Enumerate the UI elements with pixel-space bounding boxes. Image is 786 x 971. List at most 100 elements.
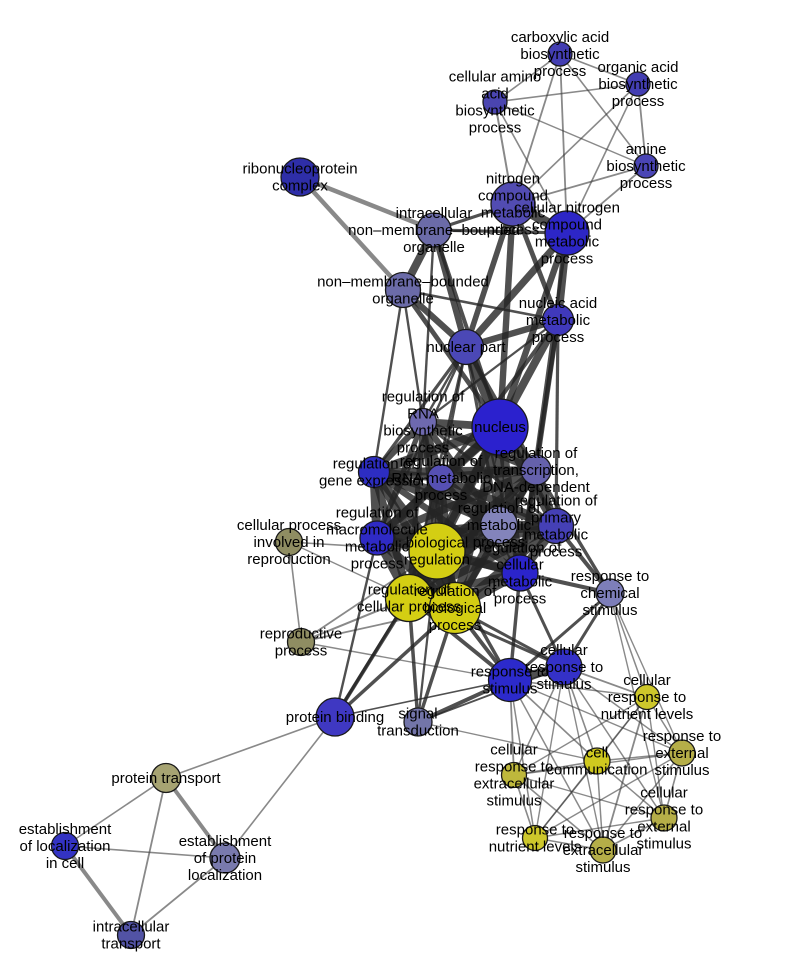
svg-text:transduction: transduction xyxy=(377,723,459,740)
svg-text:DNA-dependent: DNA-dependent xyxy=(482,479,590,496)
svg-text:reproductive: reproductive xyxy=(260,626,343,643)
svg-text:regulation of: regulation of xyxy=(382,389,465,406)
svg-text:complex: complex xyxy=(272,178,328,195)
svg-text:cellular nitrogen: cellular nitrogen xyxy=(514,200,620,217)
svg-text:non–membrane–bounded: non–membrane–bounded xyxy=(348,222,520,239)
svg-text:cell: cell xyxy=(586,745,609,762)
svg-text:metabolic: metabolic xyxy=(524,527,589,544)
svg-text:stimulus: stimulus xyxy=(482,681,537,698)
svg-text:external: external xyxy=(637,819,690,836)
svg-text:stimulus: stimulus xyxy=(582,602,637,619)
svg-text:macromolecule: macromolecule xyxy=(326,522,428,539)
svg-text:response to: response to xyxy=(525,659,603,676)
svg-text:RNA: RNA xyxy=(407,406,439,423)
svg-text:cellular: cellular xyxy=(640,785,688,802)
svg-text:signal: signal xyxy=(398,706,437,723)
svg-text:response to: response to xyxy=(471,664,549,681)
svg-text:establishment: establishment xyxy=(179,833,272,850)
svg-text:process: process xyxy=(351,556,404,573)
svg-text:transport: transport xyxy=(101,936,161,953)
svg-text:biosynthetic: biosynthetic xyxy=(598,76,678,93)
svg-text:reproduction: reproduction xyxy=(247,551,330,568)
svg-text:ribonucleoprotein: ribonucleoprotein xyxy=(242,161,357,178)
svg-text:response to: response to xyxy=(625,802,703,819)
svg-text:biosynthetic: biosynthetic xyxy=(520,46,600,63)
svg-text:regulation of: regulation of xyxy=(336,505,419,522)
svg-text:regulation of: regulation of xyxy=(368,582,451,599)
svg-text:non–membrane–bounded: non–membrane–bounded xyxy=(317,274,489,291)
svg-text:cellular: cellular xyxy=(540,642,588,659)
svg-text:biological: biological xyxy=(424,600,487,617)
svg-text:metabolic: metabolic xyxy=(488,574,553,591)
svg-text:biosynthetic: biosynthetic xyxy=(455,103,535,120)
svg-text:RNA metabolic: RNA metabolic xyxy=(391,470,491,487)
svg-text:response to: response to xyxy=(643,728,721,745)
svg-text:process: process xyxy=(397,440,450,457)
svg-text:process: process xyxy=(534,63,587,80)
svg-text:process: process xyxy=(620,175,673,192)
svg-text:regulation of: regulation of xyxy=(495,445,578,462)
svg-text:biological: biological xyxy=(406,535,469,552)
svg-text:in cell: in cell xyxy=(46,855,84,872)
svg-text:extracellular: extracellular xyxy=(474,776,555,793)
svg-text:regulation of: regulation of xyxy=(333,456,416,473)
svg-text:stimulus: stimulus xyxy=(654,762,709,779)
svg-text:stimulus: stimulus xyxy=(536,676,591,693)
svg-text:localization: localization xyxy=(188,867,262,884)
svg-text:regulation of: regulation of xyxy=(515,493,598,510)
svg-text:process: process xyxy=(494,591,547,608)
svg-text:of localization: of localization xyxy=(20,838,111,855)
svg-text:metabolic: metabolic xyxy=(467,517,532,534)
svg-text:process: process xyxy=(469,120,522,137)
svg-text:gene expression: gene expression xyxy=(319,473,429,490)
svg-text:biosynthetic: biosynthetic xyxy=(383,423,463,440)
svg-text:carboxylic acid: carboxylic acid xyxy=(511,29,609,46)
svg-text:regulation of: regulation of xyxy=(414,583,497,600)
svg-text:intracellular: intracellular xyxy=(93,919,170,936)
svg-text:organic acid: organic acid xyxy=(598,59,679,76)
svg-text:process: process xyxy=(473,534,526,551)
svg-text:stimulus: stimulus xyxy=(636,836,691,853)
svg-text:process: process xyxy=(487,222,540,239)
svg-text:cellular amino: cellular amino xyxy=(449,69,542,86)
svg-text:compound: compound xyxy=(478,188,548,205)
svg-text:cellular process: cellular process xyxy=(357,599,461,616)
svg-text:process: process xyxy=(612,93,665,110)
svg-text:organelle: organelle xyxy=(403,239,465,256)
svg-text:acid: acid xyxy=(481,86,509,103)
svg-text:nucleic acid: nucleic acid xyxy=(519,295,597,312)
svg-text:process: process xyxy=(530,544,583,561)
svg-text:establishment: establishment xyxy=(19,821,112,838)
svg-text:response to: response to xyxy=(571,568,649,585)
svg-text:transcription,: transcription, xyxy=(493,462,579,479)
svg-text:extracellular: extracellular xyxy=(563,842,644,859)
svg-text:process: process xyxy=(532,329,585,346)
svg-text:metabolic: metabolic xyxy=(526,312,591,329)
svg-text:stimulus: stimulus xyxy=(575,859,630,876)
svg-text:process: process xyxy=(541,251,594,268)
svg-text:regulation: regulation xyxy=(404,552,470,569)
svg-text:organelle: organelle xyxy=(372,291,434,308)
svg-text:of protein: of protein xyxy=(194,850,257,867)
svg-text:metabolic: metabolic xyxy=(345,539,410,556)
svg-text:response to: response to xyxy=(496,822,574,839)
svg-text:process: process xyxy=(275,643,328,660)
svg-text:response to: response to xyxy=(475,759,553,776)
svg-text:process: process xyxy=(415,487,468,504)
svg-text:compound: compound xyxy=(532,217,602,234)
svg-text:primary: primary xyxy=(531,510,582,527)
svg-text:nuclear part: nuclear part xyxy=(426,339,506,356)
svg-text:intracellular: intracellular xyxy=(396,205,473,222)
svg-text:communication: communication xyxy=(547,762,648,779)
svg-text:nitrogen: nitrogen xyxy=(486,171,540,188)
svg-text:nutrient levels: nutrient levels xyxy=(489,839,582,856)
svg-text:nutrient levels: nutrient levels xyxy=(601,706,694,723)
svg-text:involved in: involved in xyxy=(254,534,325,551)
svg-text:chemical: chemical xyxy=(580,585,639,602)
svg-text:stimulus: stimulus xyxy=(486,793,541,810)
svg-text:cellular: cellular xyxy=(490,742,538,759)
svg-text:response to: response to xyxy=(564,825,642,842)
svg-text:metabolic: metabolic xyxy=(535,234,600,251)
svg-text:biosynthetic: biosynthetic xyxy=(606,158,686,175)
svg-text:regulation of: regulation of xyxy=(400,453,483,470)
